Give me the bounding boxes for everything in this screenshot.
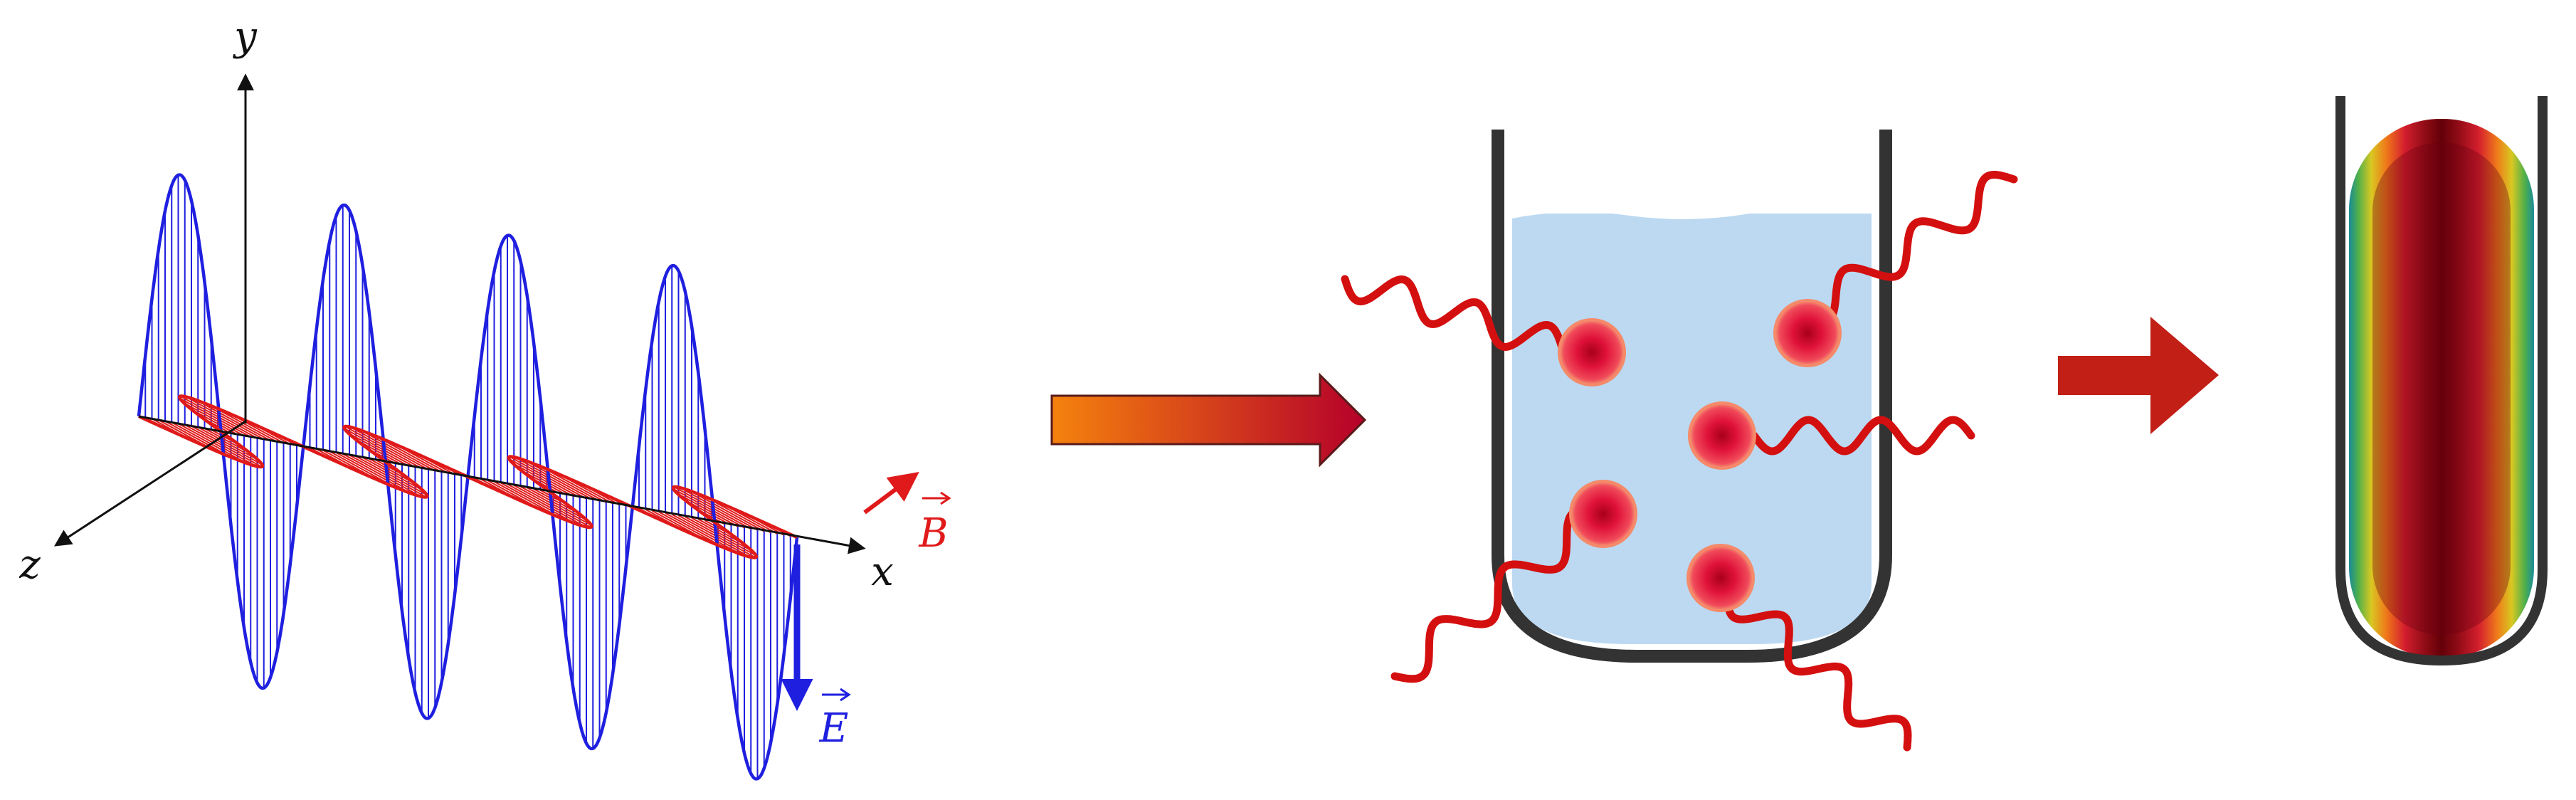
b-hatch-line — [514, 456, 593, 501]
microwave-photons — [1341, 171, 2018, 752]
solid-process-arrow — [2058, 317, 2219, 434]
b-vector-label: B — [918, 510, 948, 557]
b-hatch-line — [508, 458, 581, 498]
y-axis-label: y — [232, 14, 258, 60]
b-hatch-line — [500, 482, 576, 525]
b-hatch-line — [677, 493, 739, 527]
water-molecule — [1773, 299, 1842, 367]
e-field-hatching — [144, 174, 791, 779]
b-hatch-line — [362, 456, 423, 491]
b-hatch-line — [672, 488, 745, 529]
x-axis — [138, 415, 866, 554]
z-axis — [53, 420, 246, 547]
b-hatch-line — [178, 423, 257, 467]
b-vector-arrow — [863, 471, 919, 515]
b-hatch-line — [195, 399, 271, 441]
b-hatch-line — [179, 397, 251, 438]
b-hatch-line — [671, 513, 751, 558]
b-hatch-line — [689, 490, 765, 532]
water-molecule — [1688, 401, 1756, 470]
b-hatch-line — [344, 428, 416, 468]
b-hatch-line — [520, 485, 592, 526]
water-molecules — [1558, 299, 1842, 612]
b-hatch-line — [665, 512, 741, 554]
b-hatch-line — [524, 460, 600, 502]
e-vector-label: E — [819, 705, 849, 752]
b-hatch-line — [183, 402, 245, 437]
electromagnetic-wave: y x z B E — [19, 14, 951, 781]
b-hatch-line — [342, 453, 422, 498]
heat-map — [2349, 119, 2534, 658]
test-tube-with-water — [1341, 130, 2018, 752]
heated-tube-wall — [2335, 96, 2548, 666]
b-vector-arrow-accent-icon — [922, 491, 951, 505]
b-hatch-line — [679, 487, 758, 531]
photon-wave — [1341, 275, 1566, 352]
b-hatch-line — [349, 426, 429, 470]
b-hatch-line — [360, 429, 436, 472]
b-hatch-line — [355, 456, 428, 496]
b-hatch-line — [348, 432, 409, 467]
photon-wave — [1724, 586, 1912, 752]
gradient-process-arrow — [1050, 372, 1367, 468]
b-hatch-line — [512, 463, 574, 498]
water-molecule — [1686, 544, 1755, 612]
photon-wave — [1390, 505, 1605, 683]
b-hatch-line — [185, 396, 265, 441]
b-hatch-line — [685, 516, 756, 557]
b-hatch-line — [507, 483, 586, 527]
water-molecule — [1558, 318, 1626, 386]
b-hatch-line — [191, 425, 263, 465]
b-hatch-line — [171, 421, 247, 464]
water-molecule — [1569, 480, 1637, 548]
z-axis-label: z — [19, 542, 41, 588]
b-hatch-line — [691, 517, 753, 552]
x-axis-label: x — [871, 549, 894, 595]
heat-map-core — [2372, 142, 2511, 635]
photon-wave — [1750, 416, 1975, 456]
heated-tube — [2335, 96, 2548, 666]
tube-wall — [1492, 130, 1892, 663]
b-hatch-line — [197, 426, 259, 461]
e-vector-arrow-accent-icon — [822, 688, 851, 702]
b-hatch-line — [336, 452, 411, 494]
b-hatch-line — [527, 487, 588, 522]
photon-wave — [1796, 171, 2018, 327]
